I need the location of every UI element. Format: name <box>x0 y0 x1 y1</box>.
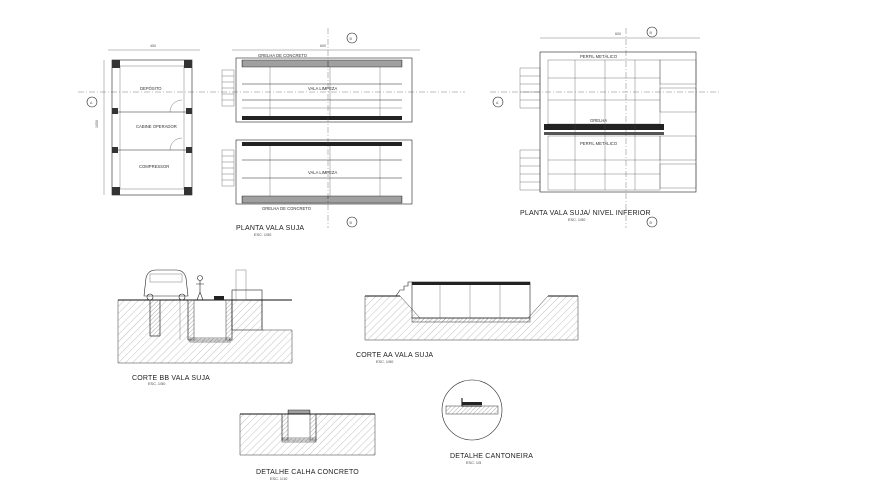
plan-lower-scale: ESC. 1/50 <box>568 218 585 222</box>
svg-text:B: B <box>650 31 653 35</box>
detail-corner: DETALHE CANTONEIRA ESC. 1/5 <box>441 379 533 465</box>
section-aa-title: CORTE AA VALA SUJA <box>356 352 433 359</box>
svg-text:450: 450 <box>150 44 156 48</box>
svg-text:1050: 1050 <box>95 120 99 128</box>
room-label-cabine: CABINE OPERADOR <box>136 124 177 129</box>
svg-text:600: 600 <box>615 32 621 36</box>
room-label-deposito: DEPÓSITO <box>140 86 162 91</box>
plan-dirty-scale: ESC. 1/50 <box>254 233 271 237</box>
detail-channel: DETALHE CALHA CONCRETO ESC. 1/10 <box>239 409 376 481</box>
marker-a-left: A <box>90 101 93 105</box>
note-grelha-2: GRELHA DE CONCRETO <box>262 206 312 211</box>
section-bb-title: CORTE BB VALA SUJA <box>132 375 210 382</box>
room-label-compressor: COMPRESSOR <box>139 164 169 169</box>
svg-text:A: A <box>496 101 499 105</box>
section-aa: CORTE AA VALA SUJA ESC. 1/50 <box>356 281 579 364</box>
note-perfil-1: PERFIL METÁLICO <box>580 54 618 59</box>
section-bb-scale: ESC. 1/50 <box>148 382 165 386</box>
detail-corner-scale: ESC. 1/5 <box>466 461 481 465</box>
section-aa-scale: ESC. 1/50 <box>376 360 393 364</box>
plan-lower-level: 600 A B B PERFIL METÁLICO PERFIL METÁLIC… <box>490 26 720 228</box>
plan-lower-title: PLANTA VALA SUJA/ NIVEL INFERIOR <box>520 210 651 217</box>
svg-text:B: B <box>350 221 353 225</box>
stairs-left <box>221 69 235 187</box>
section-bb: CORTE BB VALA SUJA ESC. 1/50 <box>117 269 293 386</box>
svg-text:600: 600 <box>320 44 326 48</box>
svg-text:B: B <box>350 37 353 41</box>
person-icon <box>196 275 204 301</box>
car-icon <box>143 269 189 301</box>
plan-dirty-title: PLANTA VALA SUJA <box>236 225 304 232</box>
detail-channel-title: DETALHE CALHA CONCRETO <box>256 469 359 476</box>
note-grelha-lower: GRELHA <box>590 118 607 123</box>
note-perfil-2: PERFIL METÁLICO <box>580 141 618 146</box>
plan-dirty-pit: 450 600 DEPÓSITO CABINE OPERADOR COMPRES… <box>78 28 465 237</box>
note-vala-limpeza-1: VALA LIMPEZA <box>308 86 337 91</box>
note-vala-limpeza-2: VALA LIMPEZA <box>308 170 337 175</box>
detail-channel-scale: ESC. 1/10 <box>270 477 287 481</box>
svg-text:B: B <box>650 221 653 225</box>
detail-corner-title: DETALHE CANTONEIRA <box>450 453 533 460</box>
note-grelha-1: GRELHA DE CONCRETO <box>258 53 308 58</box>
